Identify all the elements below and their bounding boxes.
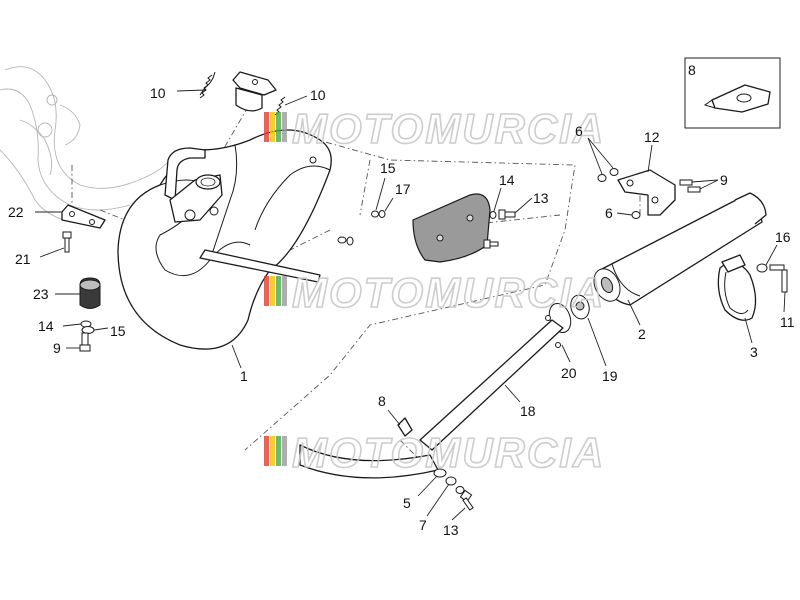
watermark-text: MOTOMURCIA bbox=[292, 105, 605, 152]
wm-stripe-red bbox=[264, 436, 269, 466]
wm-stripe-red bbox=[264, 112, 269, 142]
callout-18: 18 bbox=[520, 403, 536, 419]
wm-stripe-grey bbox=[282, 436, 287, 466]
callout-9: 9 bbox=[53, 340, 61, 356]
callout-2: 2 bbox=[638, 326, 646, 342]
wm-stripe-yellow bbox=[270, 112, 275, 142]
washer-15 bbox=[81, 326, 95, 334]
callout-8: 8 bbox=[378, 393, 386, 409]
wm-stripe-grey bbox=[282, 276, 287, 306]
wm-stripe-red bbox=[264, 276, 269, 306]
callout-22: 22 bbox=[8, 204, 24, 220]
expansion-chamber bbox=[117, 129, 332, 350]
callout-10: 10 bbox=[150, 85, 166, 101]
callout-12: 12 bbox=[644, 129, 660, 145]
frame-ghost-outline bbox=[0, 66, 176, 223]
watermark-text: MOTOMURCIA bbox=[292, 429, 605, 476]
callout-5: 5 bbox=[403, 495, 411, 511]
watermark-text: MOTOMURCIA bbox=[292, 269, 605, 316]
callout-16: 16 bbox=[775, 229, 791, 245]
inset-box-part-8 bbox=[684, 57, 781, 129]
bracket-22 bbox=[61, 204, 106, 229]
wm-stripe-grey bbox=[282, 112, 287, 142]
callout-9: 9 bbox=[720, 172, 728, 188]
clamp-3 bbox=[717, 254, 788, 321]
callout-17: 17 bbox=[395, 181, 411, 197]
gasket-19 bbox=[570, 294, 590, 320]
callout-13: 13 bbox=[443, 522, 459, 538]
callout-23: 23 bbox=[33, 286, 49, 302]
watermark-middle: MOTOMURCIA bbox=[264, 268, 605, 317]
callout-14: 14 bbox=[499, 172, 515, 188]
callout-15: 15 bbox=[110, 323, 126, 339]
silent-block-23 bbox=[79, 277, 101, 309]
washers-middle bbox=[337, 210, 386, 246]
callout-10: 10 bbox=[310, 87, 326, 103]
silencer-bracket-12 bbox=[597, 168, 701, 219]
bolt-21 bbox=[62, 231, 72, 253]
silencer bbox=[593, 192, 767, 306]
callout-15: 15 bbox=[380, 160, 396, 176]
wm-stripe-yellow bbox=[270, 276, 275, 306]
callout-19: 19 bbox=[602, 368, 618, 384]
top-rubber-mount bbox=[232, 71, 277, 112]
watermark-top: MOTOMURCIA bbox=[264, 104, 605, 153]
callout-6: 6 bbox=[605, 205, 613, 221]
callouts: 10 10 22 21 23 14 15 9 1 15 17 14 13 6 1… bbox=[8, 62, 795, 538]
wm-stripe-green bbox=[276, 276, 281, 306]
callout-21: 21 bbox=[15, 251, 31, 267]
callout-1: 1 bbox=[240, 368, 248, 384]
wm-stripe-green bbox=[276, 112, 281, 142]
wm-stripe-green bbox=[276, 436, 281, 466]
bolt-9-left bbox=[79, 332, 91, 352]
screws-13-14 bbox=[483, 209, 516, 249]
leader-lines bbox=[35, 89, 786, 521]
callout-3: 3 bbox=[750, 344, 758, 360]
callout-13: 13 bbox=[533, 190, 549, 206]
heat-shield bbox=[412, 193, 491, 263]
wm-stripe-yellow bbox=[270, 436, 275, 466]
watermark-bottom: MOTOMURCIA bbox=[264, 428, 605, 477]
callout-6: 6 bbox=[575, 123, 583, 139]
callout-11: 11 bbox=[780, 314, 795, 330]
callout-20: 20 bbox=[561, 365, 577, 381]
callout-7: 7 bbox=[419, 517, 427, 533]
inset-label: 8 bbox=[688, 62, 696, 78]
lower-hardware bbox=[433, 468, 474, 511]
callout-14: 14 bbox=[38, 318, 54, 334]
